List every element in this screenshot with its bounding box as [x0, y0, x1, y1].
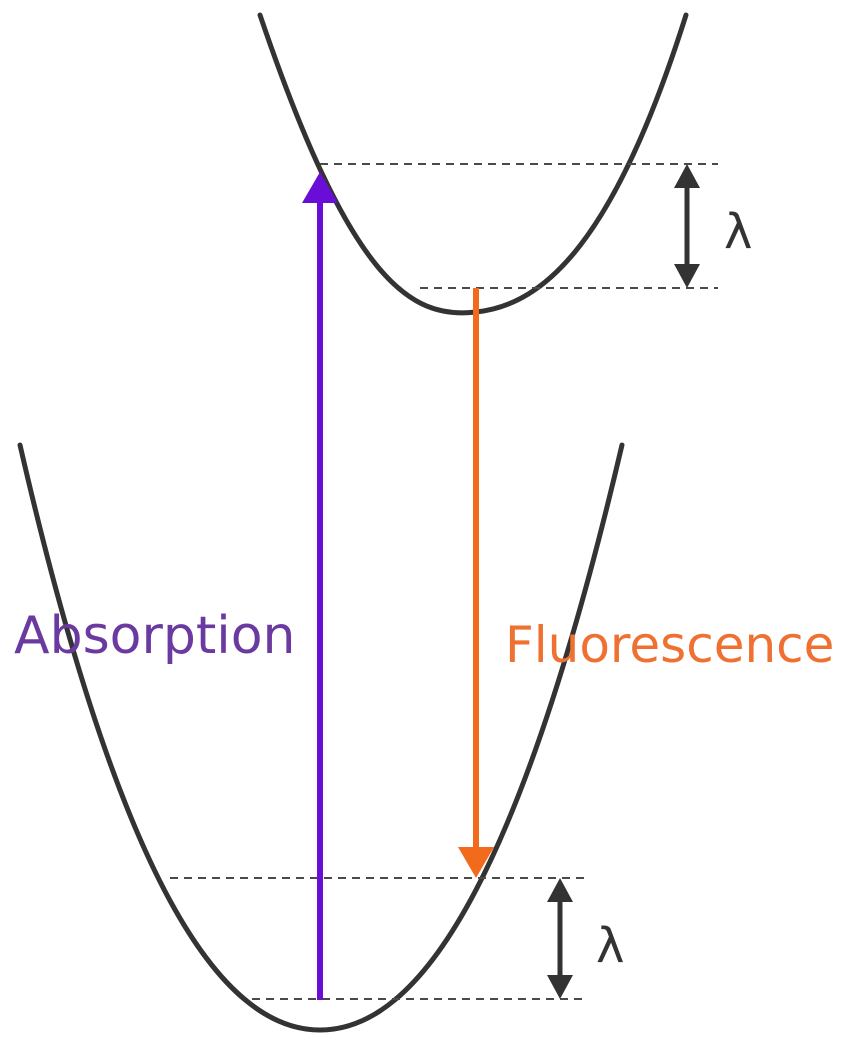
- lower-lambda-arrowhead-up: [547, 878, 573, 902]
- upper-lambda-label: λ: [724, 204, 752, 260]
- upper-lambda-arrowhead-up: [674, 164, 700, 188]
- fluorescence-arrowhead: [458, 847, 494, 878]
- upper-lambda-arrowhead-down: [674, 264, 700, 288]
- absorption-label: Absorption: [14, 606, 295, 666]
- absorption-arrowhead: [302, 172, 338, 203]
- lower-lambda-arrowhead-down: [547, 975, 573, 999]
- fluorescence-label: Fluorescence: [505, 616, 834, 674]
- lower-lambda-label: λ: [596, 918, 624, 974]
- ground-state-curve: [17, 442, 625, 1033]
